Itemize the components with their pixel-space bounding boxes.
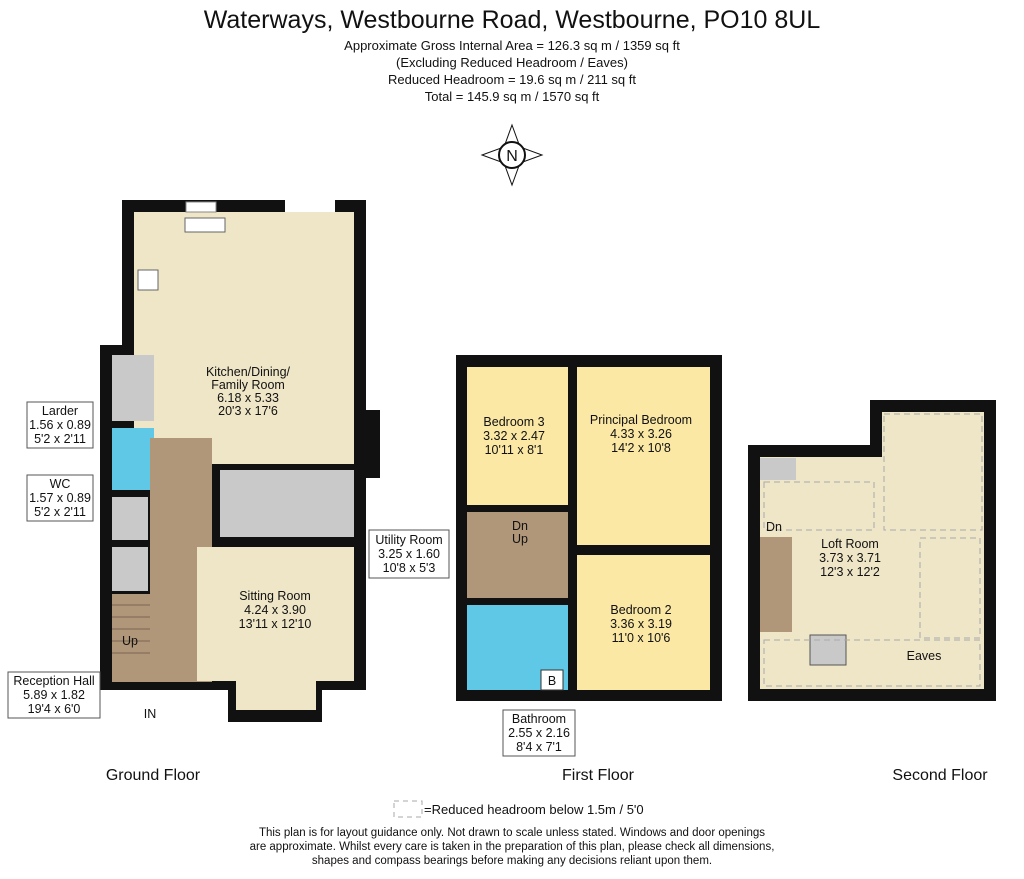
- label: 10'11 x 8'1: [485, 443, 544, 457]
- page-title: Waterways, Westbourne Road, Westbourne, …: [203, 6, 821, 34]
- label: Up: [122, 634, 138, 648]
- label: 4.24 x 3.90: [244, 603, 306, 617]
- label: Kitchen/Dining/: [206, 365, 291, 379]
- label: N: [506, 148, 518, 165]
- label: Bedroom 2: [610, 603, 671, 617]
- legend: =Reduced headroom below 1.5m / 5'0: [393, 800, 644, 818]
- utility-room: [220, 470, 354, 537]
- gross-area: Approximate Gross Internal Area = 126.3 …: [344, 38, 680, 53]
- label: Bathroom: [512, 712, 566, 726]
- label: 2.55 x 2.16: [508, 726, 570, 740]
- label: 14'2 x 10'8: [611, 441, 671, 455]
- label: Loft Room: [821, 537, 879, 551]
- label: 19'4 x 6'0: [28, 702, 81, 716]
- reduced-headroom: Reduced Headroom = 19.6 sq m / 211 sq ft: [388, 72, 636, 87]
- ground-floor-label: Ground Floor: [106, 767, 201, 784]
- wc-room: [112, 428, 154, 490]
- label: 10'8 x 5'3: [383, 561, 436, 575]
- second-floor-label: Second Floor: [892, 767, 988, 784]
- label: Sitting Room: [239, 589, 311, 603]
- label: 3.73 x 3.71: [819, 551, 881, 565]
- disclaimer-line: This plan is for layout guidance only. N…: [258, 827, 766, 839]
- label: 4.33 x 3.26: [610, 427, 672, 441]
- first-floor: B Dn Up Bedroom 3 3.32 x 2.47 10'11 x 8'…: [456, 355, 722, 784]
- total-area: Total = 145.9 sq m / 1570 sq ft: [424, 89, 600, 104]
- label: Family Room: [211, 378, 285, 392]
- label: 8'4 x 7'1: [516, 740, 562, 754]
- label: IN: [144, 707, 157, 721]
- label: 13'11 x 12'10: [239, 617, 312, 631]
- label: 12'3 x 12'2: [820, 565, 880, 579]
- label: 3.25 x 1.60: [378, 547, 440, 561]
- second-floor: Dn Loft Room 3.73 x 3.71 12'3 x 12'2 Eav…: [748, 400, 996, 784]
- excluding-note: (Excluding Reduced Headroom / Eaves): [396, 55, 628, 70]
- principal-bedroom: [577, 367, 710, 545]
- ground-floor: Kitchen/Dining/ Family Room 6.18 x 5.33 …: [7, 198, 450, 784]
- label: B: [548, 674, 556, 688]
- compass-icon: N: [480, 123, 544, 187]
- disclaimer-line: shapes and compass bearings before makin…: [311, 855, 713, 867]
- sitting-room: [197, 547, 354, 681]
- label: 5.89 x 1.82: [23, 688, 85, 702]
- bedroom-3: [467, 367, 568, 505]
- label: 3.36 x 3.19: [610, 617, 672, 631]
- first-floor-label: First Floor: [562, 767, 635, 784]
- label: 5'2 x 2'11: [34, 505, 86, 519]
- label: 11'0 x 10'6: [612, 631, 671, 645]
- label: Utility Room: [375, 533, 442, 547]
- label: WC: [50, 477, 71, 491]
- label: 3.32 x 2.47: [483, 429, 545, 443]
- label: 1.56 x 0.89: [29, 418, 91, 432]
- label: 6.18 x 5.33: [217, 391, 279, 405]
- label: 20'3 x 17'6: [218, 404, 278, 418]
- label: Larder: [42, 404, 78, 418]
- bedroom-2: [577, 555, 710, 690]
- label: Principal Bedroom: [590, 413, 692, 427]
- label: Dn: [766, 520, 782, 534]
- larder-room: [112, 355, 154, 421]
- disclaimer: This plan is for layout guidance only. N…: [0, 826, 1024, 868]
- landing: [467, 512, 568, 598]
- label: =Reduced headroom below 1.5m / 5'0: [424, 802, 644, 817]
- label: Bedroom 3: [483, 415, 544, 429]
- label: Up: [512, 532, 528, 546]
- label: 5'2 x 2'11: [34, 432, 86, 446]
- disclaimer-line: are approximate. Whilst every care is ta…: [249, 841, 775, 853]
- label: 1.57 x 0.89: [29, 491, 91, 505]
- label: Dn: [512, 519, 528, 533]
- kitchen-room: [134, 212, 354, 464]
- label: Eaves: [907, 649, 942, 663]
- label: Reception Hall: [13, 674, 94, 688]
